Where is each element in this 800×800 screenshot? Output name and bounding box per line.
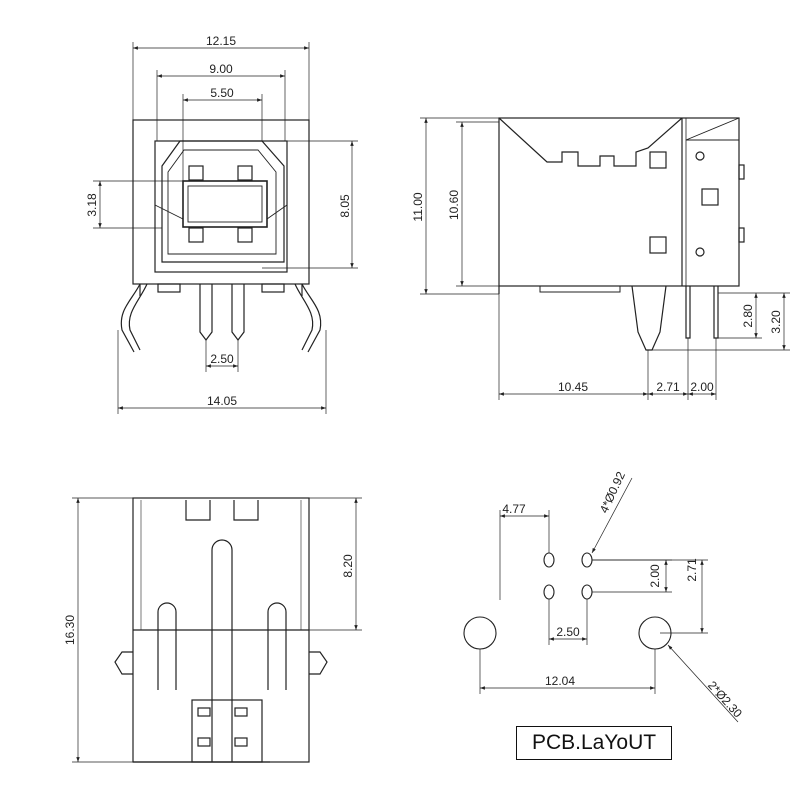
side-tab-upper	[738, 164, 745, 180]
contact-top-right	[237, 165, 253, 181]
front-pin-right	[231, 284, 245, 341]
pcb-dim-row-pitch: 2.00	[648, 564, 662, 588]
center-tongue	[182, 180, 268, 228]
side-window-top	[649, 151, 667, 169]
tongue-side-lines	[154, 204, 288, 220]
pcb-dim-mount-note: 2*Ø2.30	[705, 678, 745, 720]
side-dim-height-outer: 11.00	[411, 192, 425, 221]
contact-top-left	[188, 165, 204, 181]
pcb-hole-3	[543, 584, 555, 600]
pcb-hole-4	[581, 584, 593, 600]
side-hole-bottom	[695, 247, 705, 257]
pcb-hole-1	[543, 552, 555, 568]
front-dim-overall-bottom: 14.05	[207, 394, 237, 408]
left-spring-leg-inner	[128, 283, 148, 351]
bottom-view	[114, 497, 328, 763]
side-pin-a	[685, 286, 691, 339]
front-dim-overall-top: 12.15	[206, 34, 236, 48]
pcb-dim-col-pitch: 2.50	[556, 625, 580, 639]
front-housing-outline	[132, 119, 310, 285]
usb-b-receptacle-inner	[167, 149, 277, 255]
side-dim-pin-pitch: 2.00	[690, 380, 714, 394]
front-view	[120, 119, 322, 353]
front-dim-slot-top: 5.50	[210, 86, 234, 100]
side-dim-height-inner: 10.60	[447, 190, 461, 220]
bottom-dim-partial-length: 8.20	[341, 554, 355, 578]
side-dim-pin-length: 2.80	[741, 304, 755, 328]
bottom-contact-4	[234, 737, 248, 747]
pcb-dim-row-offset: 2.71	[685, 558, 699, 582]
contact-bottom-right	[237, 227, 253, 243]
bottom-left-rib	[157, 602, 177, 690]
side-window-bottom	[649, 236, 667, 254]
bottom-top-notch-left	[185, 500, 211, 521]
pcb-dimension-lines	[479, 477, 739, 723]
bottom-contact-1	[197, 707, 211, 717]
side-view	[498, 117, 745, 351]
side-dim-pin-length-total: 3.20	[769, 310, 783, 334]
front-dimension-lines	[93, 42, 358, 414]
front-tab-right	[261, 283, 285, 293]
pcb-dim-mount-spacing: 12.04	[545, 674, 575, 688]
side-dimension-lines	[420, 117, 790, 400]
bottom-contact-3	[197, 737, 211, 747]
bottom-top-notch-right	[233, 500, 259, 521]
bottom-right-rib	[267, 602, 287, 690]
side-hook-pin	[631, 285, 667, 351]
contact-bottom-left	[188, 227, 204, 243]
pcb-dim-hole-note: 4*Ø0.92	[597, 469, 628, 515]
right-spring-leg-inner	[294, 283, 314, 351]
side-pin-b	[713, 286, 719, 339]
front-dim-inner-top: 9.00	[209, 62, 233, 76]
front-dim-right-height: 8.05	[338, 194, 352, 218]
side-top-profile	[498, 117, 683, 167]
right-spring-leg	[301, 283, 322, 353]
bottom-dim-total-length: 16.30	[63, 615, 77, 645]
bottom-left-clip	[114, 651, 133, 675]
front-tab-left	[157, 283, 181, 293]
side-hole-top	[695, 151, 705, 161]
front-dim-pin-pitch: 2.50	[210, 352, 234, 366]
side-housing-outline	[498, 117, 740, 287]
bottom-center-rib	[211, 539, 233, 762]
center-tongue-inner	[187, 185, 263, 223]
bottom-contact-block	[191, 699, 263, 763]
left-spring-leg	[120, 283, 141, 353]
front-pin-left	[199, 284, 213, 341]
front-dim-left-height: 3.18	[85, 193, 99, 217]
front-feet	[139, 284, 303, 296]
side-window-middle	[701, 188, 719, 206]
side-dim-pin-offset: 2.71	[656, 380, 680, 394]
bottom-right-clip	[309, 651, 328, 675]
pcb-mount-hole-left	[463, 616, 497, 650]
bottom-dimension-lines	[72, 497, 362, 763]
pcb-hole-2	[581, 552, 593, 568]
bottom-contact-2	[234, 707, 248, 717]
side-dim-body-length: 10.45	[558, 380, 588, 394]
pcb-layout-label: PCB.LaYoUT	[516, 726, 672, 760]
side-tab-lower	[738, 227, 745, 243]
pcb-dim-pad-offset: 4.77	[502, 502, 526, 516]
